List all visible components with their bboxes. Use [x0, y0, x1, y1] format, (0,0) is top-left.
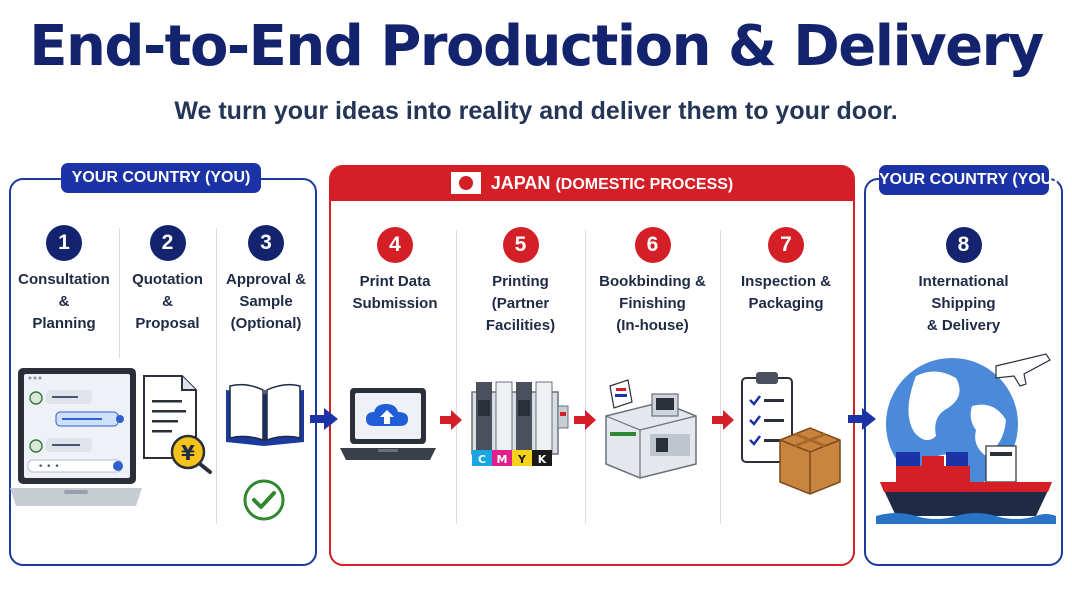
- laptop-upload-icon: [340, 388, 436, 460]
- laptop-chat-icon: • • •: [10, 368, 142, 506]
- arrow-right-icon: [848, 408, 876, 430]
- column-separator: [456, 230, 457, 524]
- open-book-icon: [226, 383, 304, 446]
- step-label: Inspection & Packaging: [740, 273, 831, 312]
- bookbinding-machine-icon: [605, 379, 697, 479]
- cmyk-c: C: [478, 453, 486, 466]
- step-4: 4 Print Data Submission: [336, 227, 454, 315]
- step-label: International Shipping & Delivery: [918, 273, 1009, 334]
- step-label: Bookbinding & Finishing (In-house): [599, 273, 706, 334]
- japan-flag-icon: [450, 171, 481, 194]
- arrow-right-icon: [440, 410, 462, 430]
- column-separator: [216, 228, 217, 524]
- step-number: 5: [502, 227, 539, 263]
- step-label: Printing (Partner Facilities): [485, 273, 556, 334]
- arrow-right-icon: [712, 410, 734, 430]
- step-number: 7: [768, 227, 804, 263]
- step-number: 4: [377, 227, 413, 263]
- step-number: 8: [945, 227, 982, 263]
- step-6: 6 Bookbinding & Finishing (In-house): [587, 227, 718, 337]
- check-circle-icon: [243, 479, 285, 521]
- step-number: 1: [46, 225, 82, 261]
- step-3: 3 Approval & Sample (Optional): [218, 225, 314, 335]
- page-subtitle: We turn your ideas into reality and deli…: [174, 97, 898, 125]
- globe-ship-plane-icon: [876, 353, 1056, 524]
- clipboard-box-icon: [741, 372, 841, 495]
- cmyk-k: K: [538, 453, 547, 466]
- step-2: 2 Quotation & Proposal: [120, 225, 215, 335]
- printing-press-icon: C M Y K: [471, 381, 569, 466]
- japan-badge-sub: (DOMESTIC PROCESS): [555, 176, 734, 193]
- japan-badge-main: JAPAN: [490, 173, 551, 193]
- your-country-badge-right: YOUR COUNTRY (YOU): [879, 165, 1058, 195]
- arrow-right-icon: [310, 408, 338, 430]
- step-label: Print Data Submission: [352, 273, 438, 312]
- step-7: 7 Inspection & Packaging: [722, 227, 850, 315]
- step-label: Quotation & Proposal: [132, 271, 203, 332]
- cmyk-y: Y: [517, 453, 527, 466]
- step-number: 3: [248, 225, 284, 261]
- chat-ellipsis: • • •: [38, 462, 60, 472]
- column-separator: [720, 230, 721, 524]
- column-separator: [585, 230, 586, 524]
- step-number: 2: [149, 225, 186, 261]
- step-8: 8 International Shipping & Delivery: [868, 227, 1059, 337]
- document-yen-icon: ¥: [143, 375, 212, 474]
- cmyk-m: M: [497, 453, 508, 466]
- step-number: 6: [634, 227, 671, 263]
- arrow-right-icon: [574, 410, 596, 430]
- step-1: 1 Consultation & Planning: [12, 225, 116, 335]
- your-country-badge-left: YOUR COUNTRY (YOU): [61, 163, 261, 193]
- step-label: Consultation & Planning: [18, 271, 110, 332]
- column-separator: [119, 228, 120, 358]
- step-5: 5 Printing (Partner Facilities): [458, 227, 583, 337]
- step-label: Approval & Sample (Optional): [225, 271, 306, 332]
- page-title: End-to-End Production & Delivery: [29, 14, 1044, 79]
- japan-panel: [329, 165, 855, 566]
- yen-symbol: ¥: [181, 441, 195, 465]
- japan-badge: JAPAN (DOMESTIC PROCESS): [331, 165, 853, 201]
